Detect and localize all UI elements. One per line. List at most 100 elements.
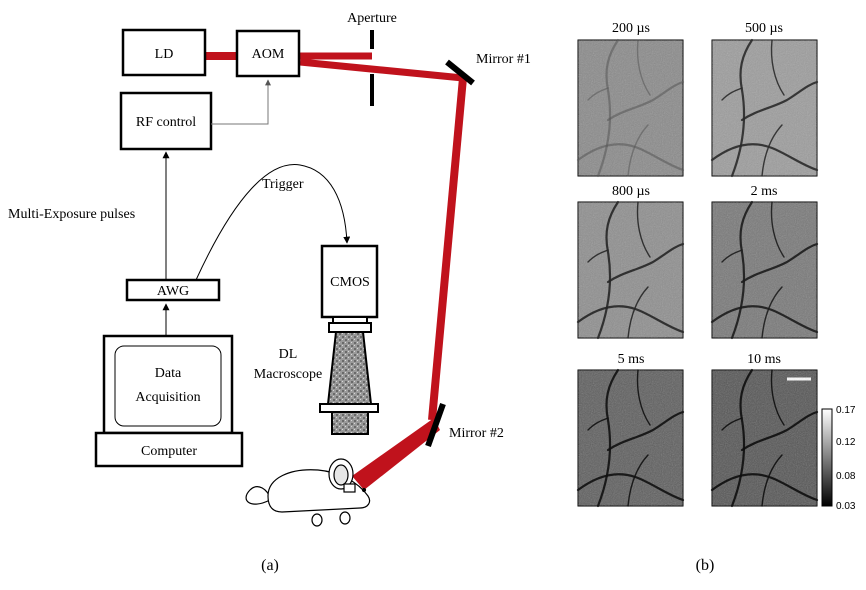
vessel-4-3	[740, 242, 819, 284]
vessel-5-1	[596, 368, 620, 508]
exposure-label-5: 5 ms	[618, 352, 645, 367]
aperture: Aperture	[347, 11, 397, 106]
computer-base: Computer	[94, 431, 244, 468]
vessel-3-4	[627, 286, 649, 339]
aperture-label: Aperture	[347, 11, 397, 26]
vessel-5-5	[587, 417, 609, 431]
colorbar-tick-2: 0.12	[836, 437, 856, 448]
cmos-label: CMOS	[330, 275, 370, 290]
vessel-6-1	[730, 368, 754, 508]
data-acquisition-line1: Data	[155, 366, 182, 381]
speckle-noise-2	[712, 40, 817, 176]
vessel-4-1	[730, 200, 754, 340]
vessel-pattern-3	[576, 200, 685, 340]
awg-label: AWG	[157, 284, 189, 299]
vessel-1-3	[606, 80, 685, 122]
vessel-pattern-6	[710, 368, 819, 508]
vessel-2-3	[740, 80, 819, 122]
vessel-6-3	[740, 410, 819, 452]
speckle-noise-1	[578, 40, 683, 176]
mirror-1: Mirror #1	[445, 52, 531, 86]
data-acquisition-line2: Acquisition	[135, 390, 200, 405]
vessel-4-4	[761, 286, 783, 339]
vessel-5-6	[636, 369, 651, 426]
colorbar-tick-1: 0.17	[836, 405, 856, 416]
macroscope-line2: Macroscope	[254, 367, 322, 382]
vessel-6-4	[761, 454, 783, 507]
rf-control-label: RF control	[136, 115, 196, 130]
aom-box: AOM	[235, 29, 301, 78]
vessel-3-1	[596, 200, 620, 340]
multi-exposure-label: Multi-Exposure pulses	[8, 207, 135, 222]
macroscope-line1: DL	[279, 347, 298, 362]
colorbar-tick-3: 0.08	[836, 471, 856, 482]
vessel-1-5	[587, 87, 609, 101]
vessel-6-6	[770, 369, 785, 426]
vessel-overlays	[576, 38, 819, 508]
computer-label: Computer	[141, 444, 197, 459]
mouse-icon	[245, 458, 371, 527]
vessel-3-5	[587, 249, 609, 263]
vessel-5-3	[606, 410, 685, 452]
beam-to-mouse	[352, 418, 440, 490]
vessel-6-5	[721, 417, 743, 431]
speckle-noise-4	[712, 202, 817, 338]
macroscope: DL Macroscope	[254, 316, 379, 435]
rf-to-aom-link	[211, 79, 271, 125]
speckle-noise-3	[578, 202, 683, 338]
rf-control-box: RF control	[119, 91, 213, 151]
vessel-1-1	[596, 38, 620, 178]
beam-mirror1-mirror2	[428, 77, 467, 421]
laser-beam	[205, 52, 467, 490]
ld-box: LD	[121, 28, 207, 77]
vessel-4-2	[710, 305, 819, 334]
mirror1-label: Mirror #1	[476, 52, 531, 67]
exposure-label-6: 10 ms	[747, 352, 781, 367]
speckle-noise-6	[712, 370, 817, 506]
vessel-2-4	[761, 124, 783, 177]
panel-a: LD AOM Aperture Mirror #1 RF control Mul…	[8, 11, 531, 574]
ld-label: LD	[155, 47, 174, 62]
aom-label: AOM	[252, 47, 285, 62]
panel-a-caption: (a)	[261, 557, 279, 574]
vessel-5-2	[576, 473, 685, 502]
vessel-1-2	[576, 143, 685, 172]
vessel-pattern-2	[710, 38, 819, 178]
vessel-2-5	[721, 87, 743, 101]
vessel-6-2	[710, 473, 819, 502]
trigger-label: Trigger	[262, 177, 304, 192]
vessel-pattern-1	[576, 38, 685, 178]
colorbar-tick-4: 0.03	[836, 501, 856, 512]
panel-b: 200 µs 500 µs 800 µs 2 ms 5 ms 10 ms	[576, 21, 856, 574]
vessel-3-3	[606, 242, 685, 284]
vessel-pattern-4	[710, 200, 819, 340]
trigger-curve	[195, 164, 351, 281]
speckle-noise-5	[578, 370, 683, 506]
exposure-label-2: 500 µs	[745, 21, 783, 36]
exposure-label-3: 800 µs	[612, 184, 650, 199]
vessel-2-2	[710, 143, 819, 172]
vessel-4-5	[721, 249, 743, 263]
vessel-3-6	[636, 201, 651, 258]
vessel-4-6	[770, 201, 785, 258]
colorbar-gradient	[821, 408, 833, 507]
colorbar: 0.17 0.12 0.08 0.03	[821, 405, 856, 512]
vessel-2-1	[730, 38, 754, 178]
awg-box: AWG	[125, 278, 221, 302]
exposure-label-4: 2 ms	[751, 184, 778, 199]
cmos-camera: CMOS	[320, 244, 379, 319]
vessel-1-6	[636, 39, 651, 96]
mirror2-label: Mirror #2	[449, 426, 504, 441]
vessel-1-4	[627, 124, 649, 177]
beam-first-order	[299, 58, 464, 82]
panel-b-caption: (b)	[696, 557, 715, 574]
mirror-2: Mirror #2	[425, 402, 504, 448]
vessel-3-2	[576, 305, 685, 334]
vessel-5-4	[627, 454, 649, 507]
exposure-label-1: 200 µs	[612, 21, 650, 36]
vessel-pattern-5	[576, 368, 685, 508]
computer-monitor: Data Acquisition	[102, 334, 234, 435]
vessel-2-6	[770, 39, 785, 96]
